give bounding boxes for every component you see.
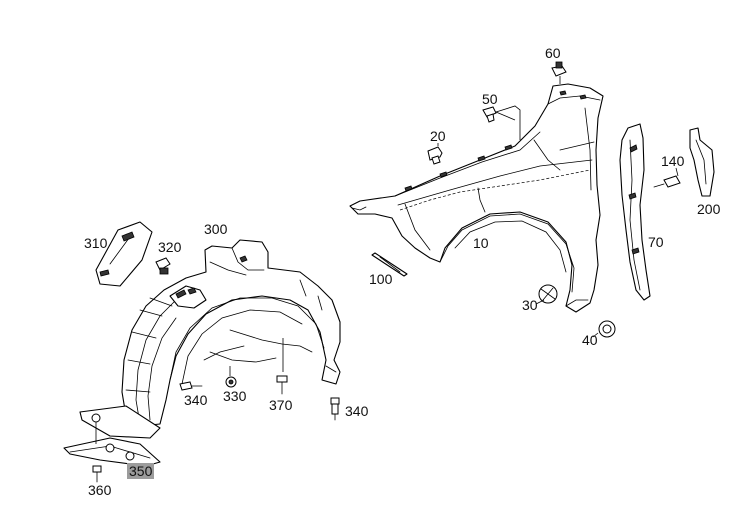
label-part-200: 200 bbox=[697, 201, 721, 217]
seal-strip-70 bbox=[619, 123, 651, 301]
nut-330 bbox=[225, 376, 237, 388]
label-part-70: 70 bbox=[648, 234, 664, 250]
insulator-200 bbox=[689, 127, 715, 197]
label-part-320: 320 bbox=[158, 239, 182, 255]
label-part-360: 360 bbox=[88, 482, 112, 498]
label-part-20: 20 bbox=[430, 128, 446, 144]
label-part-60: 60 bbox=[545, 45, 561, 61]
clip-320 bbox=[155, 257, 171, 275]
label-part-350: 350 bbox=[127, 463, 155, 479]
clip-50 bbox=[482, 105, 521, 140]
label-part-310: 310 bbox=[84, 235, 108, 251]
label-part-10: 10 bbox=[473, 235, 489, 251]
bolt-60 bbox=[551, 61, 567, 84]
trim-strip-100 bbox=[371, 252, 408, 277]
label-part-340b: 340 bbox=[345, 403, 369, 419]
screw-340a bbox=[179, 381, 203, 391]
label-part-40: 40 bbox=[582, 332, 598, 348]
clip-30 bbox=[535, 284, 558, 305]
label-part-30: 30 bbox=[522, 297, 538, 313]
label-part-140: 140 bbox=[661, 153, 685, 169]
underpanel-350 bbox=[63, 405, 161, 467]
label-part-340a: 340 bbox=[184, 392, 208, 408]
screw-370 bbox=[276, 375, 288, 395]
label-part-50: 50 bbox=[482, 91, 498, 107]
nut-40 bbox=[592, 320, 616, 338]
label-part-330: 330 bbox=[223, 388, 247, 404]
clip-20 bbox=[427, 143, 443, 165]
label-part-100: 100 bbox=[369, 271, 393, 287]
bolt-140 bbox=[653, 167, 681, 188]
label-part-300: 300 bbox=[204, 221, 228, 237]
screw-360 bbox=[92, 465, 102, 483]
screw-340b bbox=[330, 397, 340, 421]
fender-panel bbox=[349, 83, 604, 313]
bracket-310 bbox=[95, 221, 153, 287]
label-part-370: 370 bbox=[269, 397, 293, 413]
wheel-liner-300 bbox=[121, 239, 341, 427]
